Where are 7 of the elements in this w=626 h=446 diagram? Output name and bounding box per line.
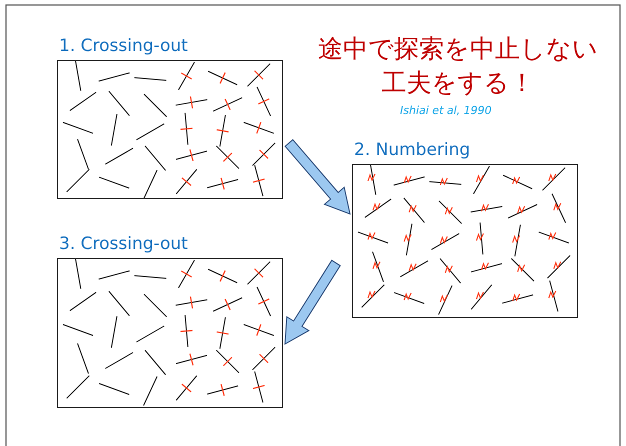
block-arrow [284, 260, 341, 345]
citation: Ishiai et al, 1990 [400, 104, 492, 117]
panel-heading: 3. Crossing-out [59, 234, 188, 254]
panel-heading: 2. Numbering [354, 140, 470, 160]
title: 途中で探索を中止しない工夫をする！ [318, 33, 598, 99]
block-arrow [284, 139, 351, 215]
panel-heading: 1. Crossing-out [59, 36, 188, 56]
